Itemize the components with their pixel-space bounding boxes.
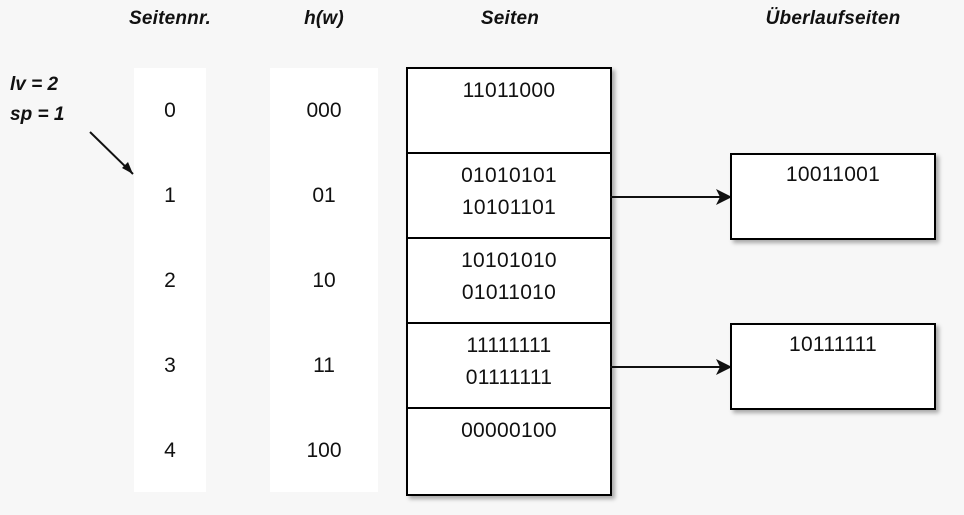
hw-cell: 000	[306, 98, 342, 122]
page-bucket: 11011000	[408, 69, 610, 154]
hw-cell: 100	[306, 438, 342, 462]
record-value: 01011010	[461, 281, 557, 304]
page-bucket: 01010101 10101101	[408, 154, 610, 239]
overflow-page: 10011001	[730, 153, 936, 240]
seitennr-cell: 4	[164, 438, 176, 462]
seitennr-cell: 0	[164, 98, 176, 122]
column-header-hw: h(w)	[304, 8, 344, 29]
record-value: 01111111	[465, 366, 553, 389]
parameter-lv: lv = 2	[10, 74, 59, 95]
column-header-seitennr: Seitennr.	[128, 8, 212, 29]
page-bucket: 11111111 01111111	[408, 324, 610, 409]
record-value: 11011000	[462, 79, 556, 102]
record-value: 10111111	[788, 333, 878, 356]
column-header-seiten: Seiten	[480, 8, 540, 29]
overflow-connector-arrow-icon	[610, 359, 732, 375]
hw-cell: 01	[312, 183, 336, 207]
overflow-connector-arrow-icon	[610, 189, 732, 205]
seitennr-cell: 1	[164, 183, 176, 207]
column-header-ueberlaufseiten: Überlaufseiten	[765, 8, 901, 29]
parameter-annotation: lv = 2 sp = 1	[10, 70, 64, 130]
record-value: 00000100	[461, 419, 557, 442]
overflow-page: 10111111	[730, 323, 936, 410]
record-value: 11111111	[466, 334, 552, 357]
record-value: 10011001	[785, 163, 881, 186]
column-hw: 000 01 10 11 100	[270, 68, 378, 492]
hw-cell: 11	[313, 353, 335, 377]
parameter-sp: sp = 1	[10, 104, 65, 125]
hw-cell: 10	[312, 268, 336, 292]
seitennr-cell: 3	[164, 353, 176, 377]
seitennr-cell: 2	[164, 268, 176, 292]
page-bucket: 10101010 01011010	[408, 239, 610, 324]
page-bucket: 00000100	[408, 409, 610, 494]
seiten-table: 11011000 01010101 10101101 10101010 0101…	[406, 67, 612, 496]
record-value: 10101010	[461, 249, 557, 272]
split-pointer-arrow-icon	[89, 131, 134, 175]
record-value: 01010101	[461, 164, 557, 187]
column-seitennr: 0 1 2 3 4	[134, 68, 206, 492]
record-value: 10101101	[461, 196, 557, 219]
